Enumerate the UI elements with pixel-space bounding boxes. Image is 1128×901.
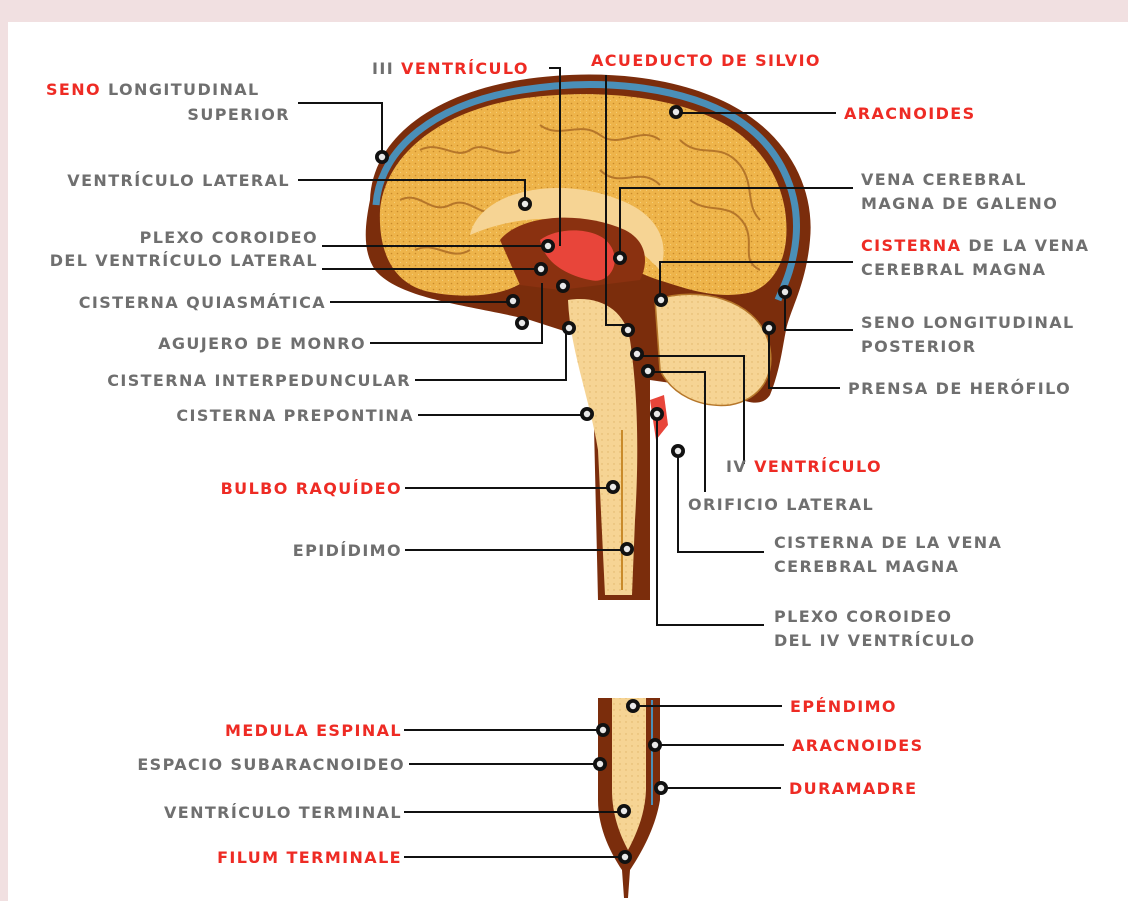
- label-duramadre: DURAMADRE: [789, 779, 917, 798]
- label-plexo-coroideo-line1: PLEXO COROIDEO: [140, 228, 318, 247]
- label-cisterna-interpeduncular: CISTERNA INTERPEDUNCULAR: [107, 371, 411, 390]
- label-orificio-lateral: ORIFICIO LATERAL: [688, 495, 874, 514]
- label-filum-terminale: FILUM TERMINALE: [217, 848, 402, 867]
- label-ependimo: EPÉNDIMO: [790, 697, 897, 716]
- pin-marker: [562, 321, 576, 335]
- pin-marker: [515, 316, 529, 330]
- label-acueducto-de-silvio: ACUEDUCTO DE SILVIO: [591, 51, 821, 70]
- pin-marker: [630, 347, 644, 361]
- pin-marker: [606, 480, 620, 494]
- label-vena-cerebral-line2: MAGNA DE GALENO: [861, 194, 1058, 213]
- label-ventriculo-terminal: VENTRÍCULO TERMINAL: [164, 803, 402, 822]
- label-epididimo: EPIDÍDIMO: [293, 541, 402, 560]
- label-iv-ventriculo: IV VENTRÍCULO: [726, 457, 882, 476]
- pin-marker: [617, 804, 631, 818]
- pin-marker: [506, 294, 520, 308]
- pin-marker: [671, 444, 685, 458]
- pin-marker: [650, 407, 664, 421]
- pin-marker: [618, 850, 632, 864]
- pin-marker: [641, 364, 655, 378]
- pin-marker: [654, 781, 668, 795]
- label-seno-posterior-line2: POSTERIOR: [861, 337, 977, 356]
- label-medula-espinal: MEDULA ESPINAL: [225, 721, 402, 740]
- label-ventriculo-lateral: VENTRÍCULO LATERAL: [67, 171, 290, 190]
- pin-marker: [541, 239, 555, 253]
- pin-marker: [654, 293, 668, 307]
- pin-marker: [596, 723, 610, 737]
- pin-marker: [375, 150, 389, 164]
- label-cisterna-quiasmatica: CISTERNA QUIASMÁTICA: [79, 293, 326, 312]
- pin-marker: [620, 542, 634, 556]
- label-iii-ventriculo: III VENTRÍCULO: [372, 59, 529, 78]
- label-cisterna-vena-bottom-line1: CISTERNA DE LA VENA: [774, 533, 1002, 552]
- pin-marker: [762, 321, 776, 335]
- label-espacio-subaracnoideo: ESPACIO SUBARACNOIDEO: [137, 755, 405, 774]
- brain-illustration: [366, 75, 811, 600]
- label-aracnoides-bottom: ARACNOIDES: [792, 736, 924, 755]
- label-cisterna-vena-top: CISTERNA DE LA VENA: [861, 236, 1089, 255]
- label-seno-longitudinal-superior: SENO LONGITUDINAL: [46, 80, 260, 99]
- pin-marker: [518, 197, 532, 211]
- pin-marker: [626, 699, 640, 713]
- label-aracnoides-top: ARACNOIDES: [844, 104, 976, 123]
- label-seno-superior-line2: SUPERIOR: [187, 105, 290, 124]
- label-vena-cerebral-line1: VENA CEREBRAL: [861, 170, 1027, 189]
- pin-marker: [556, 279, 570, 293]
- pin-marker: [613, 251, 627, 265]
- label-plexo-iv-line2: DEL IV VENTRÍCULO: [774, 631, 976, 650]
- pin-marker: [580, 407, 594, 421]
- label-cisterna-vena-top-line2: CEREBRAL MAGNA: [861, 260, 1046, 279]
- pin-marker: [593, 757, 607, 771]
- pin-marker: [648, 738, 662, 752]
- label-seno-posterior-line1: SENO LONGITUDINAL: [861, 313, 1075, 332]
- label-cisterna-prepontina: CISTERNA PREPONTINA: [176, 406, 414, 425]
- pin-marker: [669, 105, 683, 119]
- label-plexo-coroideo-line2: DEL VENTRÍCULO LATERAL: [50, 251, 318, 270]
- pin-marker: [621, 323, 635, 337]
- label-bulbo-raquideo: BULBO RAQUÍDEO: [221, 479, 402, 498]
- label-prensa-de-herofilo: PRENSA DE HERÓFILO: [848, 379, 1071, 398]
- label-plexo-iv-line1: PLEXO COROIDEO: [774, 607, 952, 626]
- label-agujero-de-monro: AGUJERO DE MONRO: [158, 334, 366, 353]
- pin-marker: [534, 262, 548, 276]
- pin-marker: [778, 285, 792, 299]
- label-cisterna-vena-bottom-line2: CEREBRAL MAGNA: [774, 557, 959, 576]
- labels-left: SENO LONGITUDINAL SUPERIOR VENTRÍCULO LA…: [46, 80, 414, 867]
